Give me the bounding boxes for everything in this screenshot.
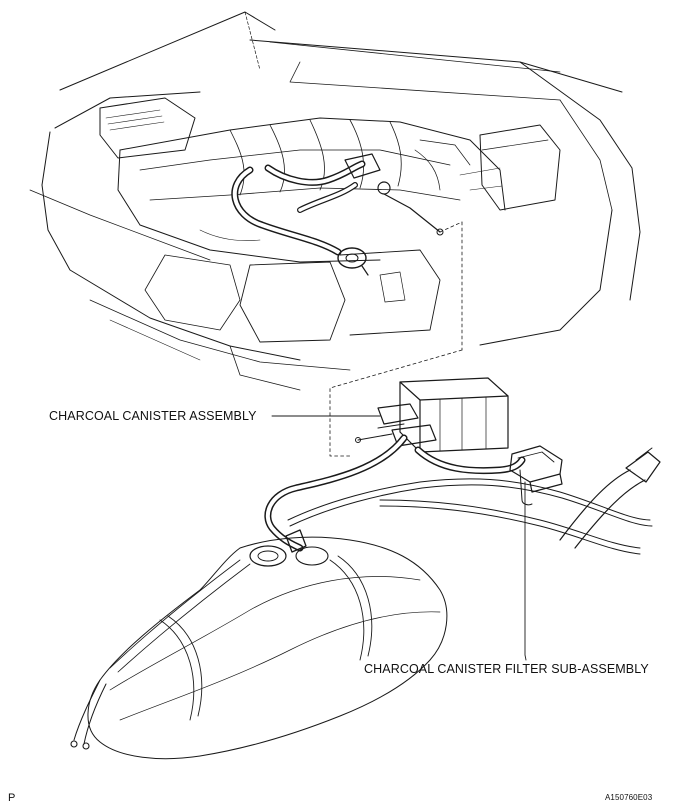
charcoal-canister-assembly-label: CHARCOAL CANISTER ASSEMBLY: [49, 409, 257, 423]
figure-code: A150760E03: [605, 793, 653, 802]
fuel-tank-illustration: [70, 536, 448, 760]
page-mark: P: [8, 792, 16, 804]
canister-location-dashed-outline: [329, 349, 463, 457]
charcoal-canister-assembly: [355, 377, 509, 462]
filter-leader-line: [524, 481, 527, 661]
engine-compartment-illustration: [29, 11, 641, 391]
evap-hoses: [264, 434, 661, 555]
charcoal-canister-filter-label: CHARCOAL CANISTER FILTER SUB-ASSEMBLY: [364, 662, 649, 676]
